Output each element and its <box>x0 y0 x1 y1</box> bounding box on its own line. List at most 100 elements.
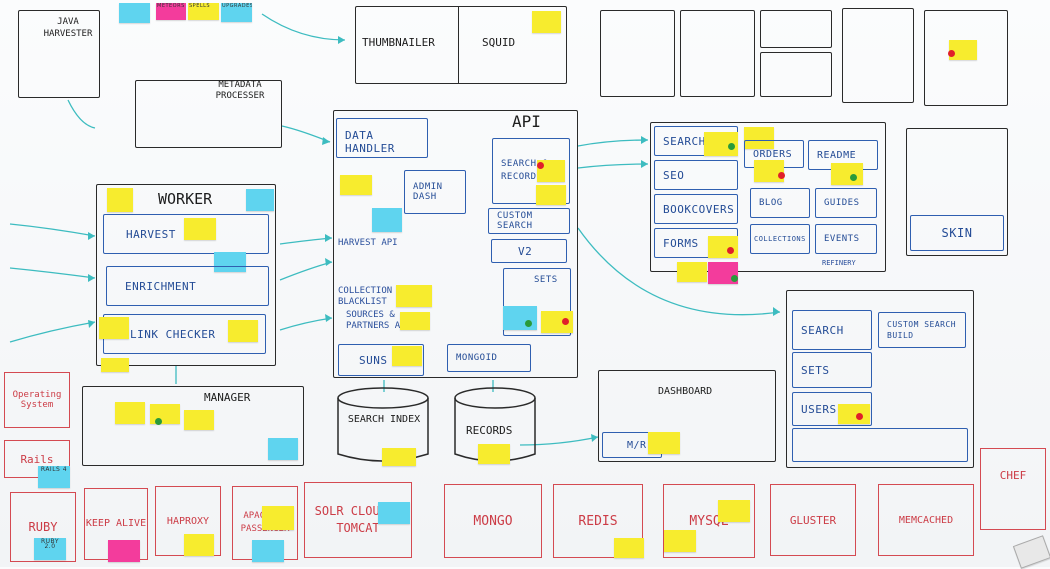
skin-inner: Skin <box>910 215 1004 251</box>
link-sticky-1 <box>99 317 129 339</box>
fe-orders-label: Orders <box>753 148 793 160</box>
arrow-api-frontend-2 <box>577 163 649 169</box>
search-sticky-2 <box>536 185 566 205</box>
infra-ruby-label: Ruby <box>28 520 58 534</box>
infra-haproxy-label: HAproxy <box>166 515 210 527</box>
manager-sticky-3 <box>184 410 214 430</box>
empty-box-1 <box>600 10 675 97</box>
metadata-processer-box <box>135 80 282 148</box>
arrow-harvest-api <box>279 237 333 245</box>
infra-redis-label: Redis <box>578 513 618 529</box>
legend-version-note <box>119 3 150 23</box>
java-harvester-label: Java Harvester <box>43 17 93 39</box>
fe-orders-sticky <box>744 127 774 149</box>
records-sticky <box>478 444 510 464</box>
skin-label: Skin <box>941 226 973 240</box>
infra-ruby: Ruby <box>10 492 76 562</box>
worker-sticky-1 <box>107 188 133 212</box>
csb-users-red-dot <box>856 413 863 420</box>
csb-search-label: Search <box>801 323 844 337</box>
dashboard-box <box>598 370 776 462</box>
legend-spells: spells <box>188 3 219 20</box>
fe-seo-label: SEO <box>663 168 685 182</box>
infra-gluster-label: Gluster <box>789 513 837 527</box>
api-mongoid: Mongoid <box>447 344 531 372</box>
api-v2: V2 <box>491 239 567 263</box>
rails-version-sticky: Rails 4 <box>38 466 70 488</box>
sets-red-dot <box>562 318 569 325</box>
arrow-link-api <box>279 317 333 331</box>
arrow-java-worker <box>67 99 96 129</box>
search-sticky-1 <box>537 160 565 182</box>
empty-box-6 <box>924 10 1008 106</box>
sets-green-dot <box>525 320 532 327</box>
arrow-in-enrichment <box>9 267 96 279</box>
arrow-api-csb <box>577 227 781 316</box>
worker-enrichment-label: Enrichment <box>125 279 197 293</box>
api-harvest-label: Harvest API <box>338 238 398 248</box>
fe-search-label: Search <box>663 134 706 148</box>
infra-memcached: Memcached <box>878 484 974 556</box>
api-box <box>333 110 578 378</box>
infra-mongo: Mongo <box>444 484 542 558</box>
fe-readme-green-dot <box>850 174 857 181</box>
csb-sets-label: Sets <box>801 363 830 377</box>
infra-chef-label: Chef <box>999 469 1027 482</box>
metadata-processer-label: Metadata Processer <box>215 80 265 101</box>
manager-box <box>82 386 304 466</box>
fe-search-green-dot <box>728 143 735 150</box>
api-sets: Sets <box>503 268 571 336</box>
worker-sticky-2 <box>246 189 274 211</box>
infra-gluster: Gluster <box>770 484 856 556</box>
api-sticky-2 <box>372 208 402 232</box>
infra-redis: Redis <box>553 484 643 558</box>
fe-forms-red-dot <box>727 247 734 254</box>
fe-events: Events <box>815 224 877 254</box>
java-harvester-box <box>18 10 100 98</box>
api-blacklist-label: Collection Blacklist <box>338 286 393 307</box>
frontend-box <box>650 122 886 272</box>
skin-box <box>906 128 1008 256</box>
api-sticky-1 <box>340 175 372 195</box>
fe-forms-sticky-pink <box>708 262 738 284</box>
api-title: API <box>512 112 541 131</box>
sources-sticky <box>400 312 430 330</box>
search-index-sticky <box>382 448 416 466</box>
manager-green-dot <box>155 418 162 425</box>
fe-collections-label: Collections <box>754 235 806 243</box>
api-sets-label: Sets <box>534 275 558 285</box>
csb-users: Users <box>792 392 872 426</box>
mysql-sticky-1 <box>718 500 750 522</box>
api-suns: Suns <box>338 344 424 376</box>
dashboard-sticky <box>648 432 680 454</box>
empty-box-sticky <box>949 40 977 60</box>
api-admin-dash: Admin Dash <box>404 170 466 214</box>
fe-orders-red-dot <box>778 172 785 179</box>
api-data-handler: Data Handler <box>336 118 428 158</box>
csb-sets: Sets <box>792 352 872 388</box>
manager-sticky-1 <box>115 402 145 424</box>
fe-blog-label: Blog <box>759 198 783 208</box>
empty-box-4 <box>760 52 832 97</box>
thumbnailer-divider <box>458 6 459 84</box>
api-custom-search-label: Custom Search <box>497 211 533 231</box>
arrow-records-dashboard <box>519 436 599 446</box>
dashboard-mr-label: M/R <box>627 439 647 451</box>
link-sticky-2 <box>228 320 258 342</box>
api-search-record: Search & Record API <box>492 138 570 204</box>
csb-users-sticky <box>838 404 870 424</box>
infra-os-label: Operating System <box>12 390 62 410</box>
csb-users-label: Users <box>801 402 837 416</box>
fe-readme-sticky <box>831 163 863 185</box>
fe-collections: Collections <box>750 224 810 254</box>
fe-seo: SEO <box>654 160 738 190</box>
manager-sticky-4 <box>268 438 298 460</box>
fe-guides-label: Guides <box>824 198 860 208</box>
blacklist-sticky <box>396 285 432 307</box>
legend-meteors: meteors <box>156 3 186 20</box>
redis-sticky <box>614 538 644 558</box>
infra-mongo-label: Mongo <box>473 513 513 529</box>
arrow-legend-thumbnailer <box>261 13 346 41</box>
worker-harvest: Harvest <box>103 214 269 254</box>
